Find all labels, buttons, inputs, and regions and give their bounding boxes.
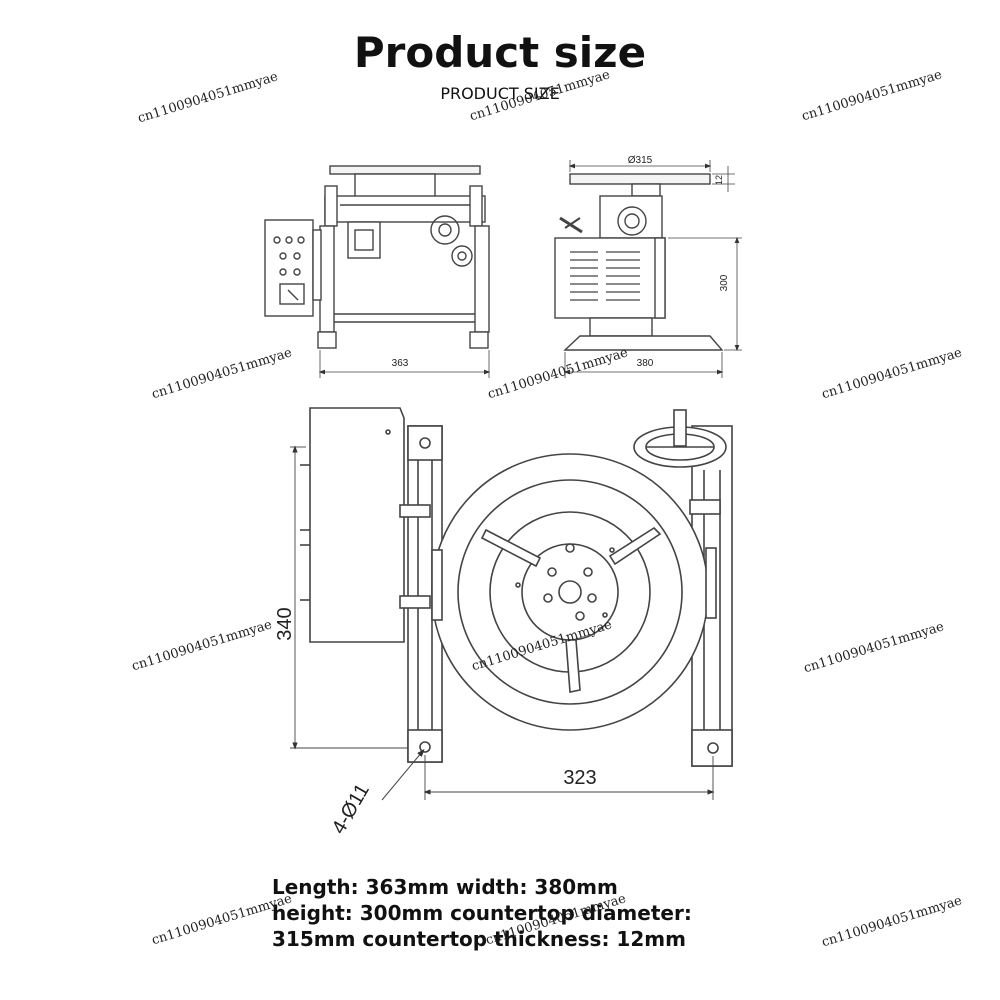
spec-line-1: Length: 363mm width: 380mm — [272, 875, 618, 899]
spec-text: Length: 363mm width: 380mm height: 300mm… — [272, 874, 742, 952]
side-thickness-dimension: 12 — [714, 175, 724, 185]
side-height-dimension: 300 — [719, 274, 730, 291]
spec-line-3: 315mm countertop thickness: 12mm — [272, 927, 686, 951]
top-view — [290, 407, 733, 801]
side-view — [554, 160, 742, 378]
top-width-dimension: 323 — [563, 767, 596, 789]
top-height-dimension: 340 — [274, 607, 296, 640]
side-width-dimension: 380 — [637, 358, 654, 369]
hole-callout: 4-Ø11 — [328, 780, 374, 838]
side-diameter-dimension: Ø315 — [628, 155, 653, 166]
spec-line-2: height: 300mm countertop diameter: — [272, 901, 692, 925]
front-view — [264, 165, 491, 378]
page-title: Product size — [353, 28, 647, 77]
page-subtitle: PRODUCT SIZE — [440, 84, 560, 103]
front-width-dimension: 363 — [392, 358, 409, 369]
